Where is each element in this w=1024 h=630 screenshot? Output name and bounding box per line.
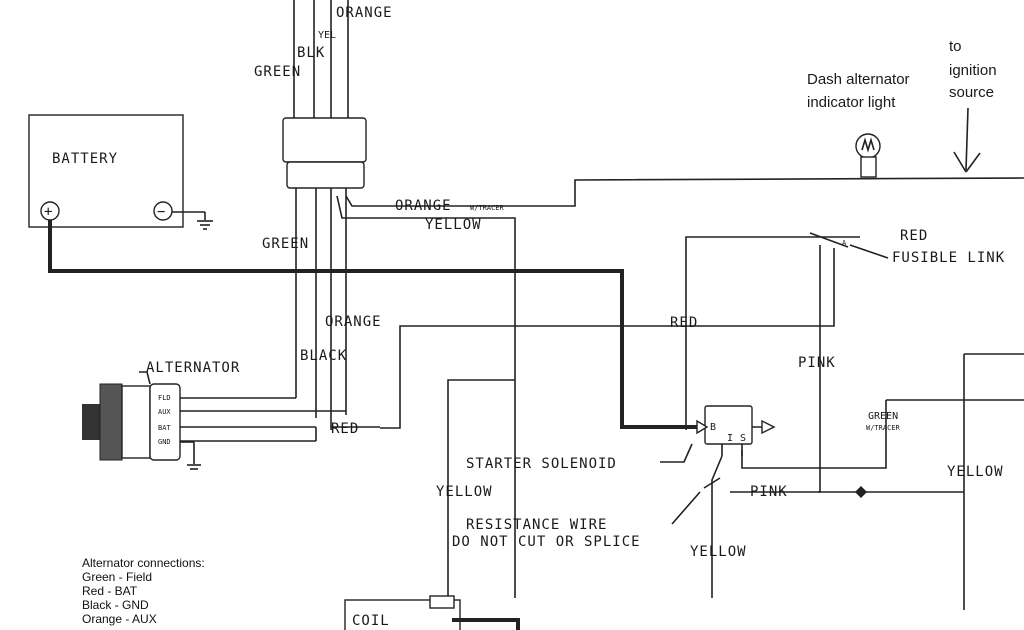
bulb-icon [855, 133, 881, 178]
legend-item: Orange - AUX [82, 612, 157, 626]
alternator-connections-legend: Alternator connections: Green - Field Re… [82, 556, 205, 626]
wire-label-green-tracer-2: W/TRACER [866, 424, 901, 432]
alternator-label: ALTERNATOR [146, 360, 240, 376]
wire-label-red-alt: RED [331, 421, 359, 437]
legend-title: Alternator connections: [82, 556, 205, 570]
wire-label-red-right: RED [900, 228, 928, 244]
wire-label-yellow-bottom: YELLOW [690, 544, 747, 560]
connector-lower [286, 161, 365, 189]
harness-top [282, 0, 367, 430]
alternator-pulley [82, 404, 102, 440]
resistance-leader [671, 491, 701, 525]
wire-label-yel-top: YEL [318, 30, 336, 41]
alternator [82, 371, 346, 470]
wire-label-green-mid: GREEN [262, 236, 309, 252]
alt-terminal-fld: FLD [158, 394, 171, 402]
dash-light-label-line2: indicator light [807, 94, 896, 111]
legend-item: Green - Field [82, 570, 153, 584]
solenoid-terminal-b: B [710, 422, 716, 433]
resistance-warning-label: DO NOT CUT OR SPLICE [452, 534, 641, 550]
alt-terminal-bat: BAT [158, 424, 171, 432]
battery-cable [48, 220, 705, 429]
solenoid-terminal-i: I [727, 433, 733, 444]
orange-tracer-wire [345, 177, 1024, 207]
battery-label: BATTERY [52, 151, 118, 167]
starter-solenoid-label: STARTER SOLENOID [466, 456, 617, 472]
wire-label-green-top: GREEN [254, 64, 301, 80]
alt-terminal-gnd: GND [158, 438, 171, 446]
solenoid-leader [660, 443, 693, 463]
wire-label-blk-top: BLK [297, 45, 325, 61]
battery [28, 114, 213, 230]
fusible-link-icon [809, 232, 849, 248]
red-wire-right [685, 236, 820, 430]
red-wire-mid [380, 248, 835, 429]
battery-minus-sign: − [157, 204, 166, 220]
wire-label-fusible-link: FUSIBLE LINK [892, 250, 1005, 266]
alternator-leader [139, 371, 151, 385]
wire-label-orange-tracer: ORANGE [395, 198, 452, 214]
wire-label-red-mid: RED [670, 315, 698, 331]
yellow-wire-left [447, 379, 515, 598]
wire-label-black: BLACK [300, 348, 347, 364]
legend-item: Black - GND [82, 598, 149, 612]
resistance-wire-label: RESISTANCE WIRE [466, 517, 607, 533]
wire-label-yellow-right: YELLOW [947, 464, 1004, 480]
fusible-link-marker: A [842, 239, 847, 247]
coil [344, 595, 520, 630]
ignition-label-line2: ignition [949, 62, 997, 79]
alt-terminal-aux: AUX [158, 408, 171, 416]
wire-label-w-tracer: W/TRACER [470, 204, 505, 212]
solenoid-terminal-s: S [740, 433, 746, 444]
ignition-label-line3: source [949, 84, 994, 101]
wire-label-pink-lower: PINK [750, 484, 788, 500]
starter-solenoid [696, 405, 776, 456]
dash-light-label-line1: Dash alternator [807, 71, 910, 88]
green-tracer-link [741, 400, 887, 469]
wire-label-yellow-top: YELLOW [425, 217, 482, 233]
coil-label: COIL [352, 613, 390, 629]
battery-negative-terminal [153, 201, 173, 221]
wire-label-green-tracer-1: GREEN [868, 411, 898, 422]
wire-label-yellow-left: YELLOW [436, 484, 493, 500]
battery-plus-sign: + [44, 204, 53, 220]
wire-label-orange-mid: ORANGE [325, 314, 382, 330]
legend-item: Red - BAT [82, 584, 138, 598]
resistance-wire [711, 455, 723, 598]
connector-upper [282, 117, 367, 163]
wire-label-pink-upper: PINK [798, 355, 836, 371]
yellow-wire-upper [336, 195, 516, 598]
wire-label-orange-top: ORANGE [336, 5, 393, 21]
arrow-down-icon [953, 107, 981, 173]
splice-marker [855, 486, 867, 498]
ignition-label-line1: to [949, 38, 962, 55]
